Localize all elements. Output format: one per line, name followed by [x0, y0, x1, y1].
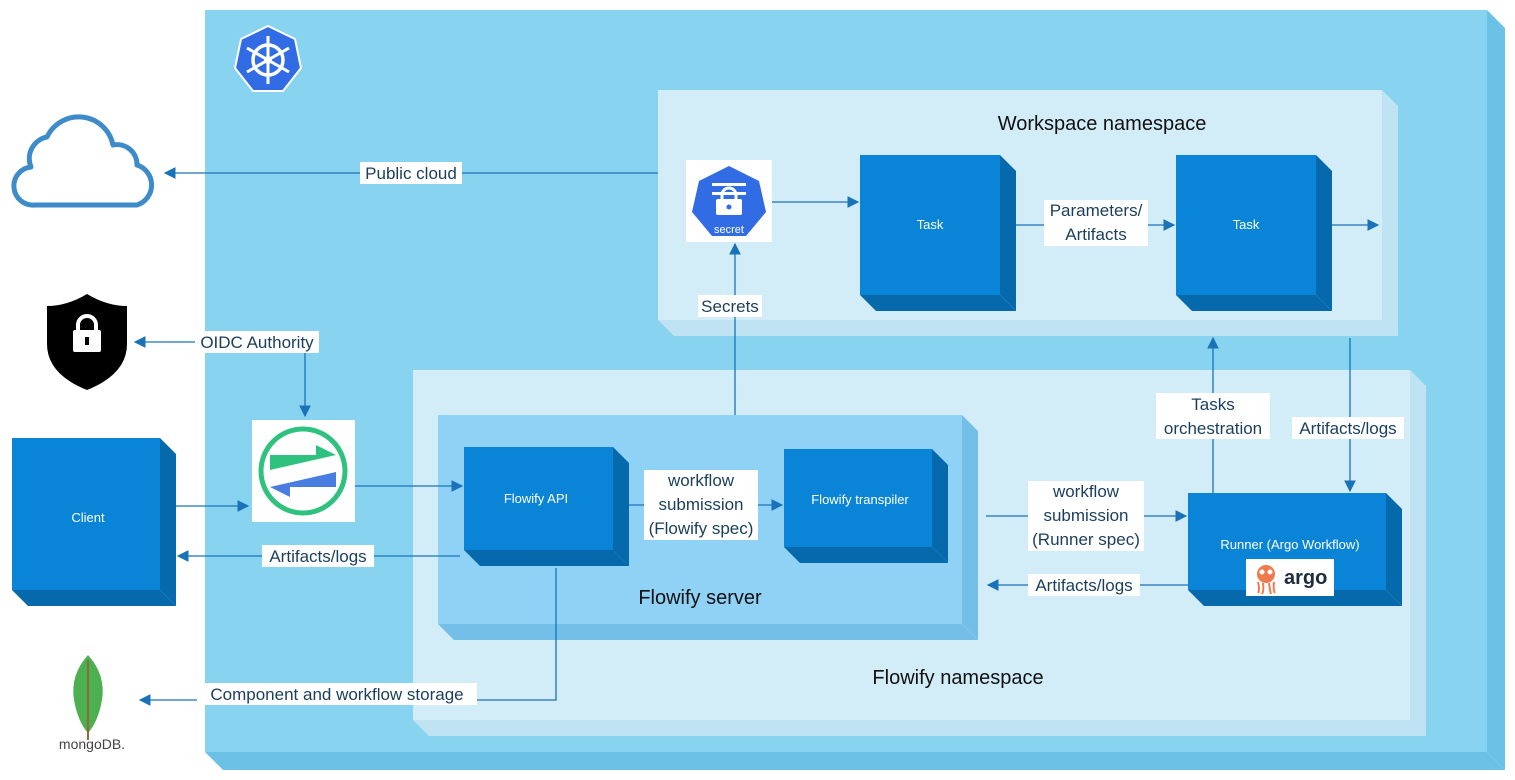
mongodb-logo-text: mongoDB.: [59, 736, 125, 752]
flowify-api-label: Flowify API: [504, 491, 568, 506]
workspace-namespace-title: Workspace namespace: [998, 113, 1207, 135]
task-block-2[interactable]: Task: [1176, 155, 1332, 311]
argo-logo-text: argo: [1284, 567, 1327, 589]
label-oidc-authority: OIDC Authority: [200, 333, 314, 352]
label-wf-flowify-line3: (Flowify spec): [649, 519, 754, 538]
label-wf-flowify-line1: workflow: [667, 471, 735, 490]
argo-logo: argo: [1246, 559, 1334, 596]
label-params-line1: Parameters/: [1050, 201, 1143, 220]
label-component-storage: Component and workflow storage: [210, 685, 463, 704]
client-block[interactable]: Client: [12, 438, 176, 606]
label-wf-flowify-line2: submission: [658, 495, 743, 514]
label-tasks-line2: orchestration: [1164, 419, 1262, 438]
label-artifacts-logs-client: Artifacts/logs: [269, 547, 366, 566]
flowify-transpiler-label: Flowify transpiler: [811, 492, 909, 507]
task-2-label: Task: [1233, 217, 1260, 232]
oauth-proxy-icon: [252, 420, 355, 522]
mongodb-logo: mongoDB.: [59, 655, 125, 752]
label-tasks-line1: Tasks: [1191, 395, 1234, 414]
flowify-namespace-title: Flowify namespace: [872, 667, 1043, 689]
shield-lock-icon: [47, 294, 127, 390]
kubernetes-icon: [233, 24, 303, 92]
secret-badge-text: secret: [714, 224, 744, 236]
cloud-icon: [11, 114, 155, 208]
flowify-server-title: Flowify server: [638, 587, 762, 609]
label-public-cloud: Public cloud: [365, 164, 457, 183]
label-params-line2: Artifacts: [1065, 225, 1126, 244]
task-block-1[interactable]: Task: [860, 155, 1016, 311]
label-artifacts-logs-server: Artifacts/logs: [1035, 576, 1132, 595]
flowify-api-block[interactable]: Flowify API: [464, 447, 629, 566]
edge-labels: Public cloud OIDC Authority Secrets Para…: [195, 162, 1404, 705]
label-wf-runner-line2: submission: [1043, 506, 1128, 525]
client-label: Client: [71, 510, 105, 525]
label-wf-runner-line3: (Runner spec): [1032, 530, 1140, 549]
task-1-label: Task: [917, 217, 944, 232]
label-secrets: Secrets: [701, 297, 759, 316]
secret-icon: secret: [686, 160, 772, 242]
flowify-transpiler-block[interactable]: Flowify transpiler: [784, 449, 948, 563]
runner-label: Runner (Argo Workflow): [1220, 537, 1359, 552]
label-artifacts-logs-runner: Artifacts/logs: [1299, 419, 1396, 438]
label-wf-runner-line1: workflow: [1052, 482, 1120, 501]
